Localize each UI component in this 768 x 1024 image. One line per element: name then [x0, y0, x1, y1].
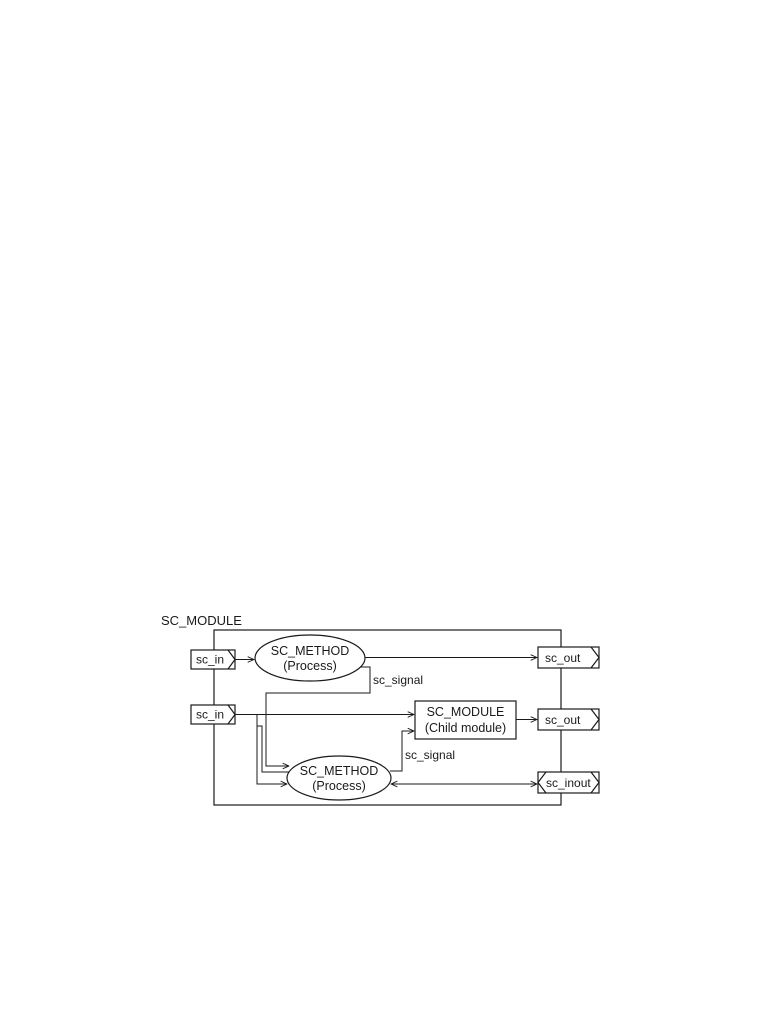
port-sc-in-mid-label: sc_in — [196, 708, 224, 722]
process-bottom: SC_METHOD (Process) — [286, 755, 392, 801]
process-top: SC_METHOD (Process) — [254, 634, 366, 682]
process-bottom-title: SC_METHOD — [300, 764, 378, 778]
child-module-title: SC_MODULE — [427, 705, 505, 719]
port-sc-out-top-label: sc_out — [545, 651, 581, 665]
wire-signal-top — [265, 666, 371, 766]
port-sc-in-mid: sc_in — [190, 704, 236, 725]
wire-in-mid-tap-b — [257, 725, 289, 773]
port-sc-out-mid: sc_out — [537, 708, 600, 731]
signal-top-label: sc_signal — [373, 673, 423, 687]
wire-signal-bottom — [390, 731, 414, 772]
port-sc-inout-label: sc_inout — [546, 776, 591, 790]
wire-in-mid-tap-a — [235, 714, 287, 785]
signal-bottom-label: sc_signal — [405, 748, 455, 762]
child-module: SC_MODULE (Child module) — [414, 700, 517, 740]
port-sc-in-top: sc_in — [190, 649, 236, 670]
process-top-subtitle: (Process) — [283, 659, 336, 673]
port-sc-in-top-label: sc_in — [196, 653, 224, 667]
child-module-subtitle: (Child module) — [425, 721, 506, 735]
process-bottom-subtitle: (Process) — [312, 779, 365, 793]
process-top-title: SC_METHOD — [271, 644, 349, 658]
port-sc-out-mid-label: sc_out — [545, 713, 581, 727]
port-sc-out-top: sc_out — [537, 646, 600, 669]
port-sc-inout: sc_inout — [537, 771, 600, 794]
module-title: SC_MODULE — [161, 613, 242, 628]
